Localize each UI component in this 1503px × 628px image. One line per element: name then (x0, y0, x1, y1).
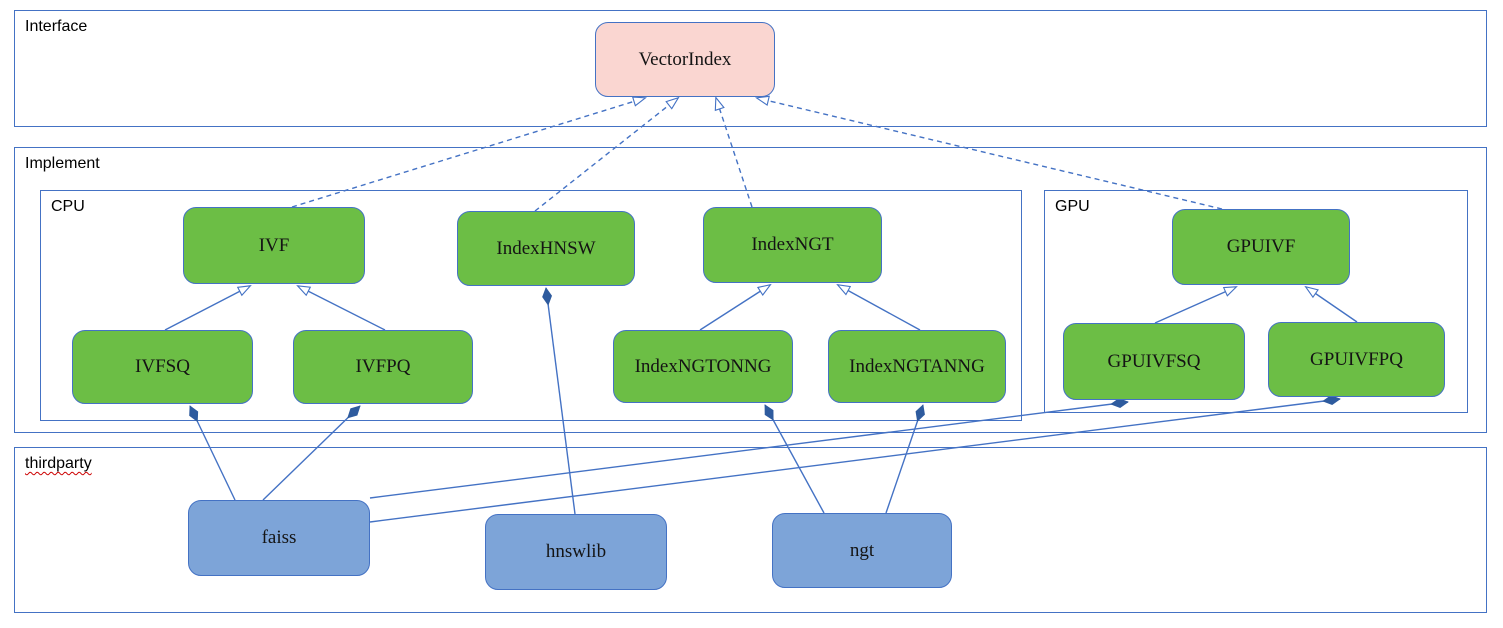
node-IndexHNSW[interactable]: IndexHNSW (457, 211, 635, 286)
node-IVF[interactable]: IVF (183, 207, 365, 284)
node-GPUIVFPQ[interactable]: GPUIVFPQ (1268, 322, 1445, 397)
node-ngt[interactable]: ngt (772, 513, 952, 588)
node-IndexNGTANNG[interactable]: IndexNGTANNG (828, 330, 1006, 403)
node-GPUIVFSQ-label: GPUIVFSQ (1107, 350, 1201, 372)
node-IndexNGTANNG-label: IndexNGTANNG (849, 355, 985, 377)
node-GPUIVF-label: GPUIVF (1226, 236, 1296, 257)
node-GPUIVFSQ[interactable]: GPUIVFSQ (1063, 323, 1245, 400)
node-IVF-label: IVF (258, 234, 290, 256)
thirdparty-section-label: thirdparty (25, 455, 92, 472)
interface-section-label: Interface (25, 18, 88, 35)
node-hnswlib-label: hnswlib (545, 541, 607, 562)
cpu-section-label: CPU (51, 198, 85, 215)
node-VectorIndex-label: VectorIndex (638, 48, 732, 70)
node-IndexNGT[interactable]: IndexNGT (703, 207, 882, 283)
node-GPUIVF[interactable]: GPUIVF (1172, 209, 1350, 285)
node-ngt-label: ngt (849, 539, 875, 561)
node-IndexNGTONNG[interactable]: IndexNGTONNG (613, 330, 793, 403)
node-IVFPQ-label: IVFPQ (355, 356, 411, 377)
node-hnswlib[interactable]: hnswlib (485, 514, 667, 590)
node-IndexNGT-label: IndexNGT (751, 234, 834, 255)
node-VectorIndex[interactable]: VectorIndex (595, 22, 775, 97)
node-faiss[interactable]: faiss (188, 500, 370, 576)
node-IVFPQ[interactable]: IVFPQ (293, 330, 473, 404)
node-GPUIVFPQ-label: GPUIVFPQ (1310, 348, 1403, 370)
implement-section-label: Implement (25, 155, 100, 172)
node-IndexNGTONNG-label: IndexNGTONNG (634, 355, 772, 377)
node-IVFSQ-label: IVFSQ (135, 356, 190, 377)
node-faiss-label: faiss (261, 527, 297, 548)
node-IVFSQ[interactable]: IVFSQ (72, 330, 253, 404)
gpu-section-label: GPU (1055, 198, 1090, 215)
node-IndexHNSW-label: IndexHNSW (496, 237, 596, 259)
